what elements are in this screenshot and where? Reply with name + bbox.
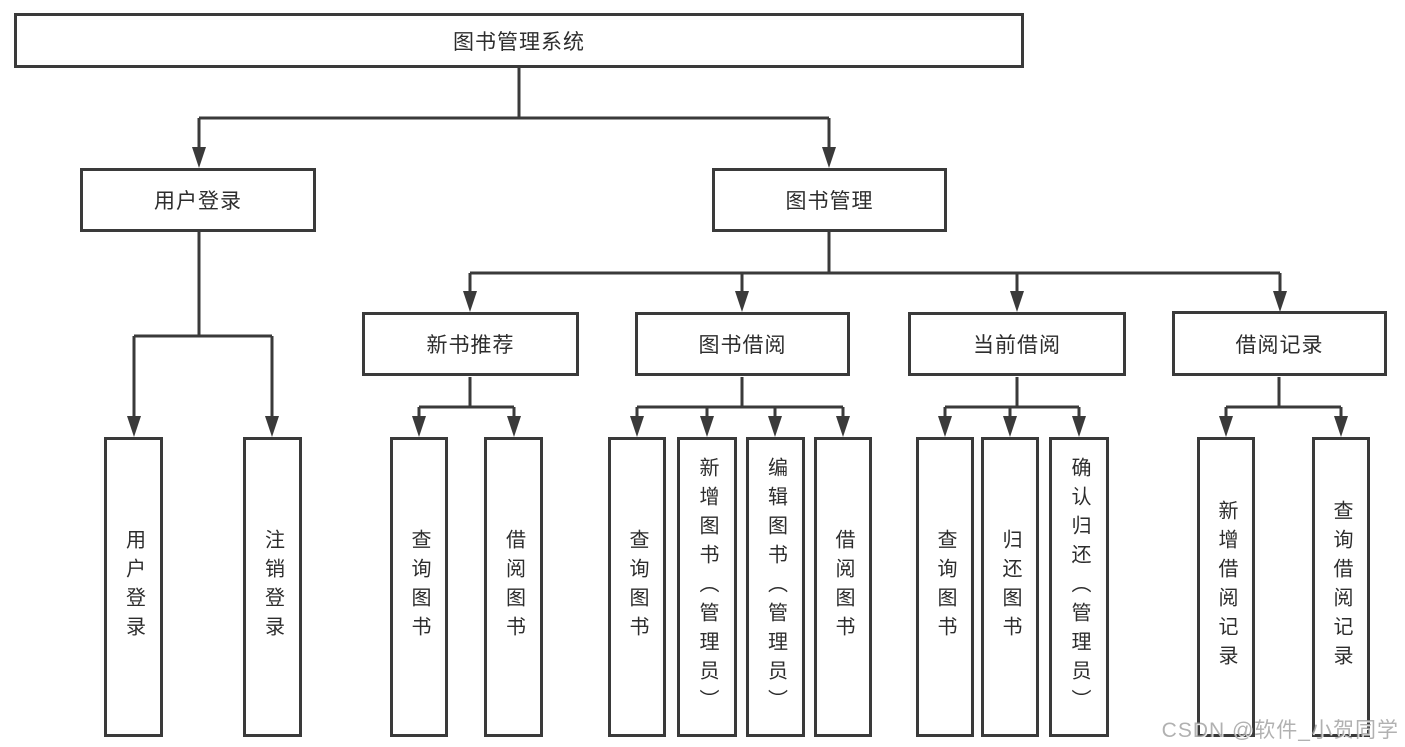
leaf-logout: 注销登录 — [243, 437, 302, 737]
node-user-login: 用户登录 — [80, 168, 316, 232]
node-current-borrow-label: 当前借阅 — [973, 334, 1061, 357]
node-book-borrow-label: 图书借阅 — [698, 334, 787, 357]
leaf-bb-borrow-book: 借阅图书 — [814, 437, 872, 737]
leaf-nbr-borrow-book: 借阅图书 — [484, 437, 543, 737]
leaf-bb-edit-book-admin: 编辑图书（管理员） — [746, 437, 805, 737]
leaf-bb-query-book: 查询图书 — [608, 437, 666, 737]
leaf-br-add-record-label: 新增借阅记录 — [1215, 500, 1237, 674]
leaf-br-query-record-label: 查询借阅记录 — [1330, 500, 1352, 674]
leaf-bb-add-book-admin: 新增图书（管理员） — [677, 437, 737, 737]
leaf-br-query-record: 查询借阅记录 — [1312, 437, 1370, 737]
leaf-cb-query-book: 查询图书 — [916, 437, 974, 737]
node-new-book-recommend-label: 新书推荐 — [426, 334, 515, 357]
leaf-br-add-record: 新增借阅记录 — [1197, 437, 1255, 737]
leaf-bb-borrow-book-label: 借阅图书 — [832, 529, 854, 645]
node-user-login-label: 用户登录 — [154, 190, 242, 213]
leaf-bb-query-book-label: 查询图书 — [626, 529, 648, 645]
leaf-cb-confirm-return-admin: 确认归还（管理员） — [1049, 437, 1109, 737]
leaf-user-login-label: 用户登录 — [122, 529, 145, 645]
node-library-system: 图书管理系统 — [14, 13, 1024, 68]
leaf-logout-label: 注销登录 — [261, 529, 284, 645]
node-library-system-label: 图书管理系统 — [453, 30, 585, 54]
node-new-book-recommend: 新书推荐 — [362, 312, 579, 376]
node-book-management-label: 图书管理 — [785, 190, 874, 213]
node-current-borrow: 当前借阅 — [908, 312, 1126, 376]
leaf-bb-add-book-admin-label: 新增图书（管理员） — [696, 456, 718, 718]
leaf-nbr-borrow-book-label: 借阅图书 — [502, 529, 525, 645]
leaf-user-login: 用户登录 — [104, 437, 163, 737]
node-book-borrow: 图书借阅 — [635, 312, 850, 376]
leaf-nbr-query-book-label: 查询图书 — [408, 529, 430, 645]
leaf-cb-return-book-label: 归还图书 — [999, 529, 1021, 645]
node-borrow-records-label: 借阅记录 — [1235, 333, 1324, 357]
leaf-cb-query-book-label: 查询图书 — [934, 529, 956, 645]
node-borrow-records: 借阅记录 — [1172, 311, 1387, 376]
node-book-management: 图书管理 — [712, 168, 947, 232]
leaf-bb-edit-book-admin-label: 编辑图书（管理员） — [764, 456, 787, 718]
leaf-cb-return-book: 归还图书 — [981, 437, 1039, 737]
leaf-cb-confirm-return-admin-label: 确认归还（管理员） — [1068, 456, 1090, 718]
leaf-nbr-query-book: 查询图书 — [390, 437, 448, 737]
